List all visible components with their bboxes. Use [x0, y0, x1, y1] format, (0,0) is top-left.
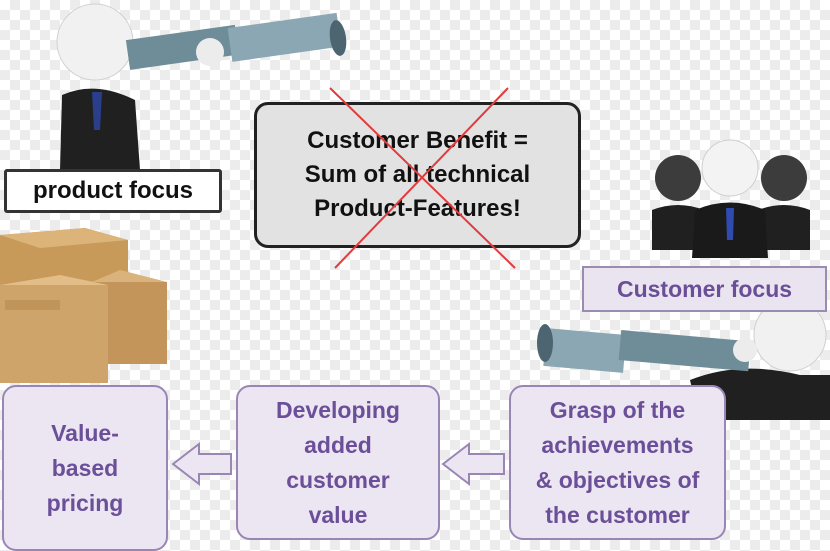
step-3-line-2: achievements [541, 431, 694, 458]
boxes-icon [0, 228, 167, 383]
step-1-line-3: pricing [46, 489, 124, 516]
step-2-line-1: Developing [276, 396, 400, 423]
telescope-man-icon [56, 3, 347, 170]
step-3-line-4: the customer [545, 501, 690, 528]
benefit-line-3: Product-Features! [314, 195, 521, 222]
customer-benefit-box: Customer Benefit = Sum of all technical … [254, 102, 581, 248]
customer-group-icon [652, 139, 810, 258]
step-developing-value: Developing added customer value [236, 385, 440, 540]
product-focus-label: product focus [4, 169, 222, 213]
step-3-line-3: & objectives of [535, 466, 700, 493]
step-2-line-3: customer [286, 466, 390, 493]
step-3-line-1: Grasp of the [549, 396, 686, 423]
customer-focus-label: Customer focus [582, 266, 827, 312]
step-1-line-2: based [51, 454, 119, 481]
step-2-line-2: added [304, 431, 372, 458]
step-2-line-4: value [308, 501, 368, 528]
step-grasp-objectives: Grasp of the achievements & objectives o… [509, 385, 726, 540]
benefit-line-2: Sum of all technical [304, 161, 531, 188]
benefit-line-1: Customer Benefit = [307, 127, 528, 154]
step-value-based-pricing: Value- based pricing [2, 385, 168, 551]
step-1-line-1: Value- [51, 419, 119, 446]
customer-focus-text: Customer focus [616, 275, 793, 302]
product-focus-text: product focus [33, 177, 193, 204]
